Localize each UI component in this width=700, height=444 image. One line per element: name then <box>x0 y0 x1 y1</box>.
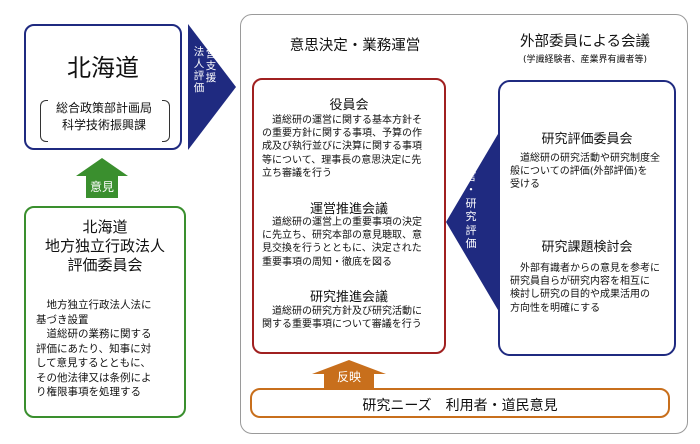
committee-description: 地方独立行政法人法に 基づき設置 道総研の業務に関する 評価にあたり、知事に対 … <box>36 299 152 398</box>
hokkaido-title: 北海道 <box>67 54 139 82</box>
dept-line-2: 科学技術振興課 <box>61 118 146 132</box>
external-subheading: (学識経験者、産業界有識者等) <box>522 55 648 65</box>
opinion-arrow-label: 意見 <box>89 180 114 194</box>
advice-arrow-label: 助 言 ・ 研 究 評 価 <box>465 156 477 250</box>
decision-heading: 意思決定・業務運営 <box>289 38 421 54</box>
section-title-board: 役員会 <box>329 98 369 113</box>
opinion-arrow <box>76 158 128 198</box>
bracket-right <box>162 100 170 142</box>
needs-text: 研究ニーズ 利用者・道民意見 <box>362 398 558 414</box>
hokkaido-department: 総合政策部計画局 科学技術振興課 <box>44 100 164 140</box>
evaluation-committee-box: 北海道 地方独立行政法人 評価委員会 地方独立行政法人法に 基づき設置 道総研の… <box>24 206 186 418</box>
hokkaido-box: 北海道 総合政策部計画局 科学技術振興課 <box>24 24 182 150</box>
dept-line-1: 総合政策部計画局 <box>55 101 152 115</box>
section-body-management: 道総研の運営上の重要事項の決定 に先立ち、研究本部の意見聴取、意 見交換を行うと… <box>262 217 422 268</box>
support-arrow-label-1: 運 営 支 援 <box>205 36 217 84</box>
section-title-evaluation: 研究評価委員会 <box>541 132 633 147</box>
section-title-research: 研究推進会議 <box>309 290 388 305</box>
section-body-research: 道総研の研究方針及び研究活動に 関する重要事項について審議を行う <box>262 306 422 331</box>
external-committee-box: 研究評価委員会 道総研の研究活動や研究制度全 般についての評価(外部評価)を 受… <box>498 80 676 356</box>
section-title-management: 運営推進会議 <box>309 202 388 217</box>
section-body-evaluation: 道総研の研究活動や研究制度全 般についての評価(外部評価)を 受ける <box>510 153 660 191</box>
support-arrow-label-2: 法 人 評 価 <box>193 46 205 94</box>
section-title-review: 研究課題検討会 <box>541 240 633 255</box>
reflect-arrow <box>312 360 386 388</box>
external-heading: 外部委員による会議 <box>519 34 651 50</box>
advice-arrow <box>446 134 498 310</box>
needs-box: 研究ニーズ 利用者・道民意見 <box>250 388 670 418</box>
committee-title: 北海道 地方独立行政法人 評価委員会 <box>44 218 165 274</box>
decision-box: 役員会 道総研の運営に関する基本方針そ の重要方針に関する事項、予算の作 成及び… <box>252 78 446 354</box>
reflect-arrow-label: 反映 <box>336 370 361 384</box>
section-body-review: 外部有識者からの意見を参考に 研究員自らが研究内容を相互に 検討し研究の目的や成… <box>510 263 660 314</box>
bracket-left <box>40 100 48 142</box>
section-body-board: 道総研の運営に関する基本方針そ の重要方針に関する事項、予算の作 成及び執行並び… <box>262 115 422 179</box>
support-arrow <box>188 24 236 150</box>
